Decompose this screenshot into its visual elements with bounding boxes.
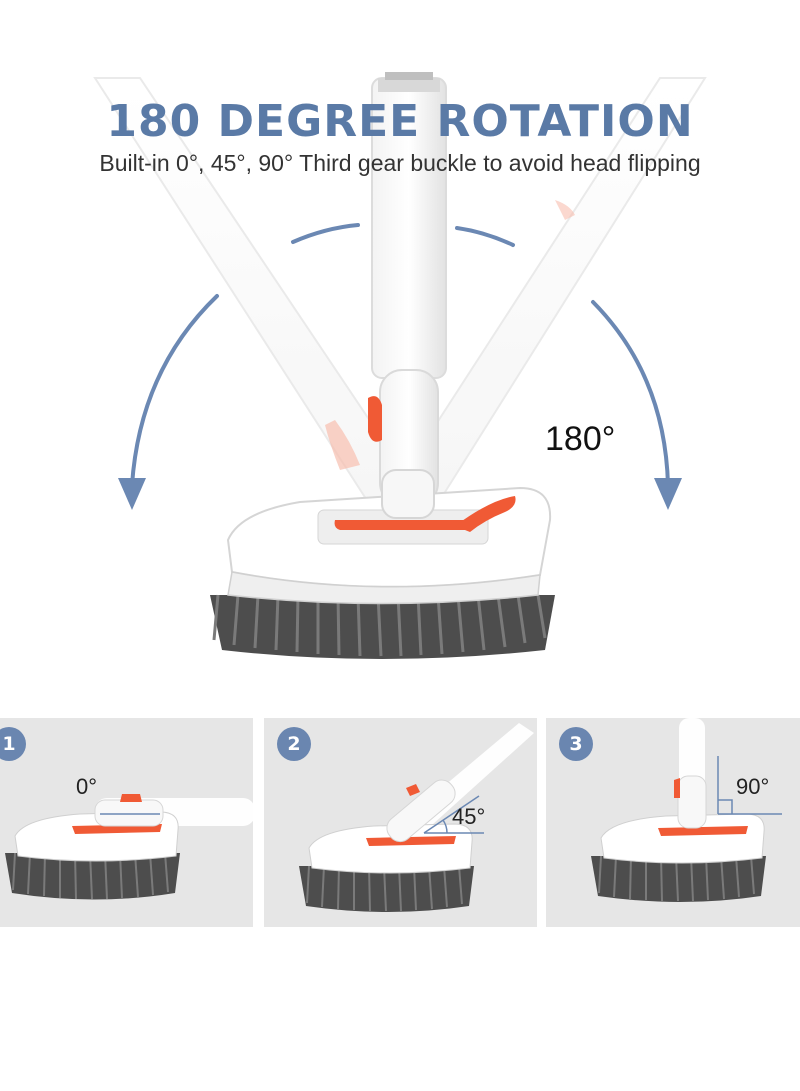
rotation-arc-top-left xyxy=(291,223,360,244)
step-panel-2: 2 45° xyxy=(264,718,537,927)
step-panel-3: 3 90° xyxy=(546,718,800,927)
right-arrow-head-icon xyxy=(654,478,682,510)
step-1-brush-illustration xyxy=(5,794,253,900)
rotation-arc-right xyxy=(591,300,670,487)
rotation-degree-label: 180° xyxy=(545,420,616,458)
page-title: 180 DEGREE ROTATION xyxy=(106,96,694,147)
step-number-badge: 3 xyxy=(559,727,593,761)
step-3-brush-illustration xyxy=(591,718,782,902)
hero-illustration xyxy=(93,72,707,659)
rotation-arc-top-right xyxy=(455,226,515,247)
center-handle xyxy=(368,72,447,506)
step-angle-label: 90° xyxy=(736,774,770,799)
step-2-brush-illustration xyxy=(299,723,534,912)
step-panel-1: 1 0° xyxy=(0,718,253,927)
step-number-badge: 1 xyxy=(0,727,26,761)
left-arrow-head-icon xyxy=(118,478,146,510)
step-angle-label: 0° xyxy=(76,774,98,799)
step-number-badge: 2 xyxy=(277,727,311,761)
rotation-arc-left xyxy=(130,294,219,487)
page-subtitle: Built-in 0°, 45°, 90° Third gear buckle … xyxy=(99,150,701,176)
step-angle-label: 45° xyxy=(452,804,486,829)
hero-brush-head xyxy=(210,469,555,659)
